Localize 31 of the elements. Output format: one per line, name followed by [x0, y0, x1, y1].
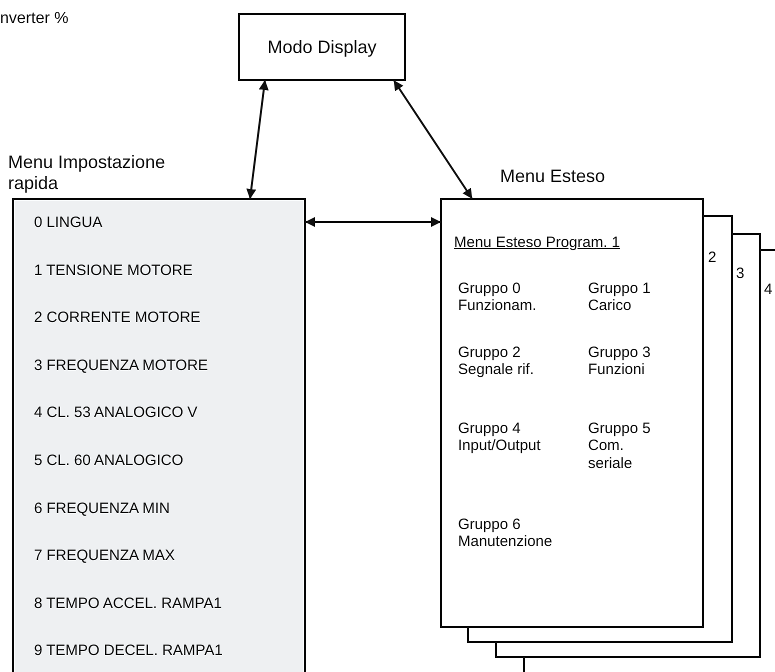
- menu-item: 0 LINGUA: [34, 214, 104, 232]
- box-title: Modo Display: [266, 37, 378, 58]
- group-entry: Gruppo 3 Funzioni: [588, 344, 652, 378]
- double-arrow: [393, 80, 473, 199]
- group-entry: Gruppo 6 Manutenzione: [458, 516, 554, 550]
- page-title: Menu Esteso Program. 1: [454, 234, 621, 252]
- stacked-page-edge: [704, 215, 733, 643]
- group-entry: Gruppo 1 Carico: [588, 280, 652, 314]
- menu-item: 7 FREQUENZA MAX: [34, 547, 176, 564]
- menu-heading: Menu Esteso: [500, 166, 606, 187]
- menu-item: 9 TEMPO DECEL. RAMPA1: [34, 642, 224, 660]
- group-entry: Gruppo 5 Com. seriale: [588, 420, 652, 472]
- double-arrow: [305, 217, 441, 227]
- double-arrow: [246, 80, 269, 199]
- stacked-page-edge: [732, 233, 761, 658]
- menu-item: 4 CL. 53 ANALOGICO V: [34, 404, 198, 422]
- group-entry: Gruppo 0 Funzionam.: [458, 280, 538, 314]
- group-entry: Gruppo 4 Input/Output: [458, 420, 542, 454]
- menu-item: 8 TEMPO ACCEL. RAMPA1: [34, 594, 223, 612]
- page-number: 3: [736, 265, 746, 282]
- menu-item: 6 FREQUENZA MIN: [34, 500, 171, 517]
- page-number: 2: [708, 249, 718, 266]
- menu-item: 3 FREQUENZA MOTORE: [34, 356, 209, 374]
- display-mode-box: [238, 13, 406, 81]
- group-entry: Gruppo 2 Segnale rif.: [458, 344, 535, 378]
- page-number: 4: [764, 281, 774, 298]
- menu-heading: Menu Impostazione rapida: [8, 152, 166, 194]
- menu-item: 2 CORRENTE MOTORE: [34, 309, 202, 326]
- menu-item: 1 TENSIONE MOTORE: [34, 262, 194, 279]
- cropped-label: nverter %: [0, 10, 68, 28]
- menu-item: 5 CL. 60 ANALOGICO: [34, 452, 184, 470]
